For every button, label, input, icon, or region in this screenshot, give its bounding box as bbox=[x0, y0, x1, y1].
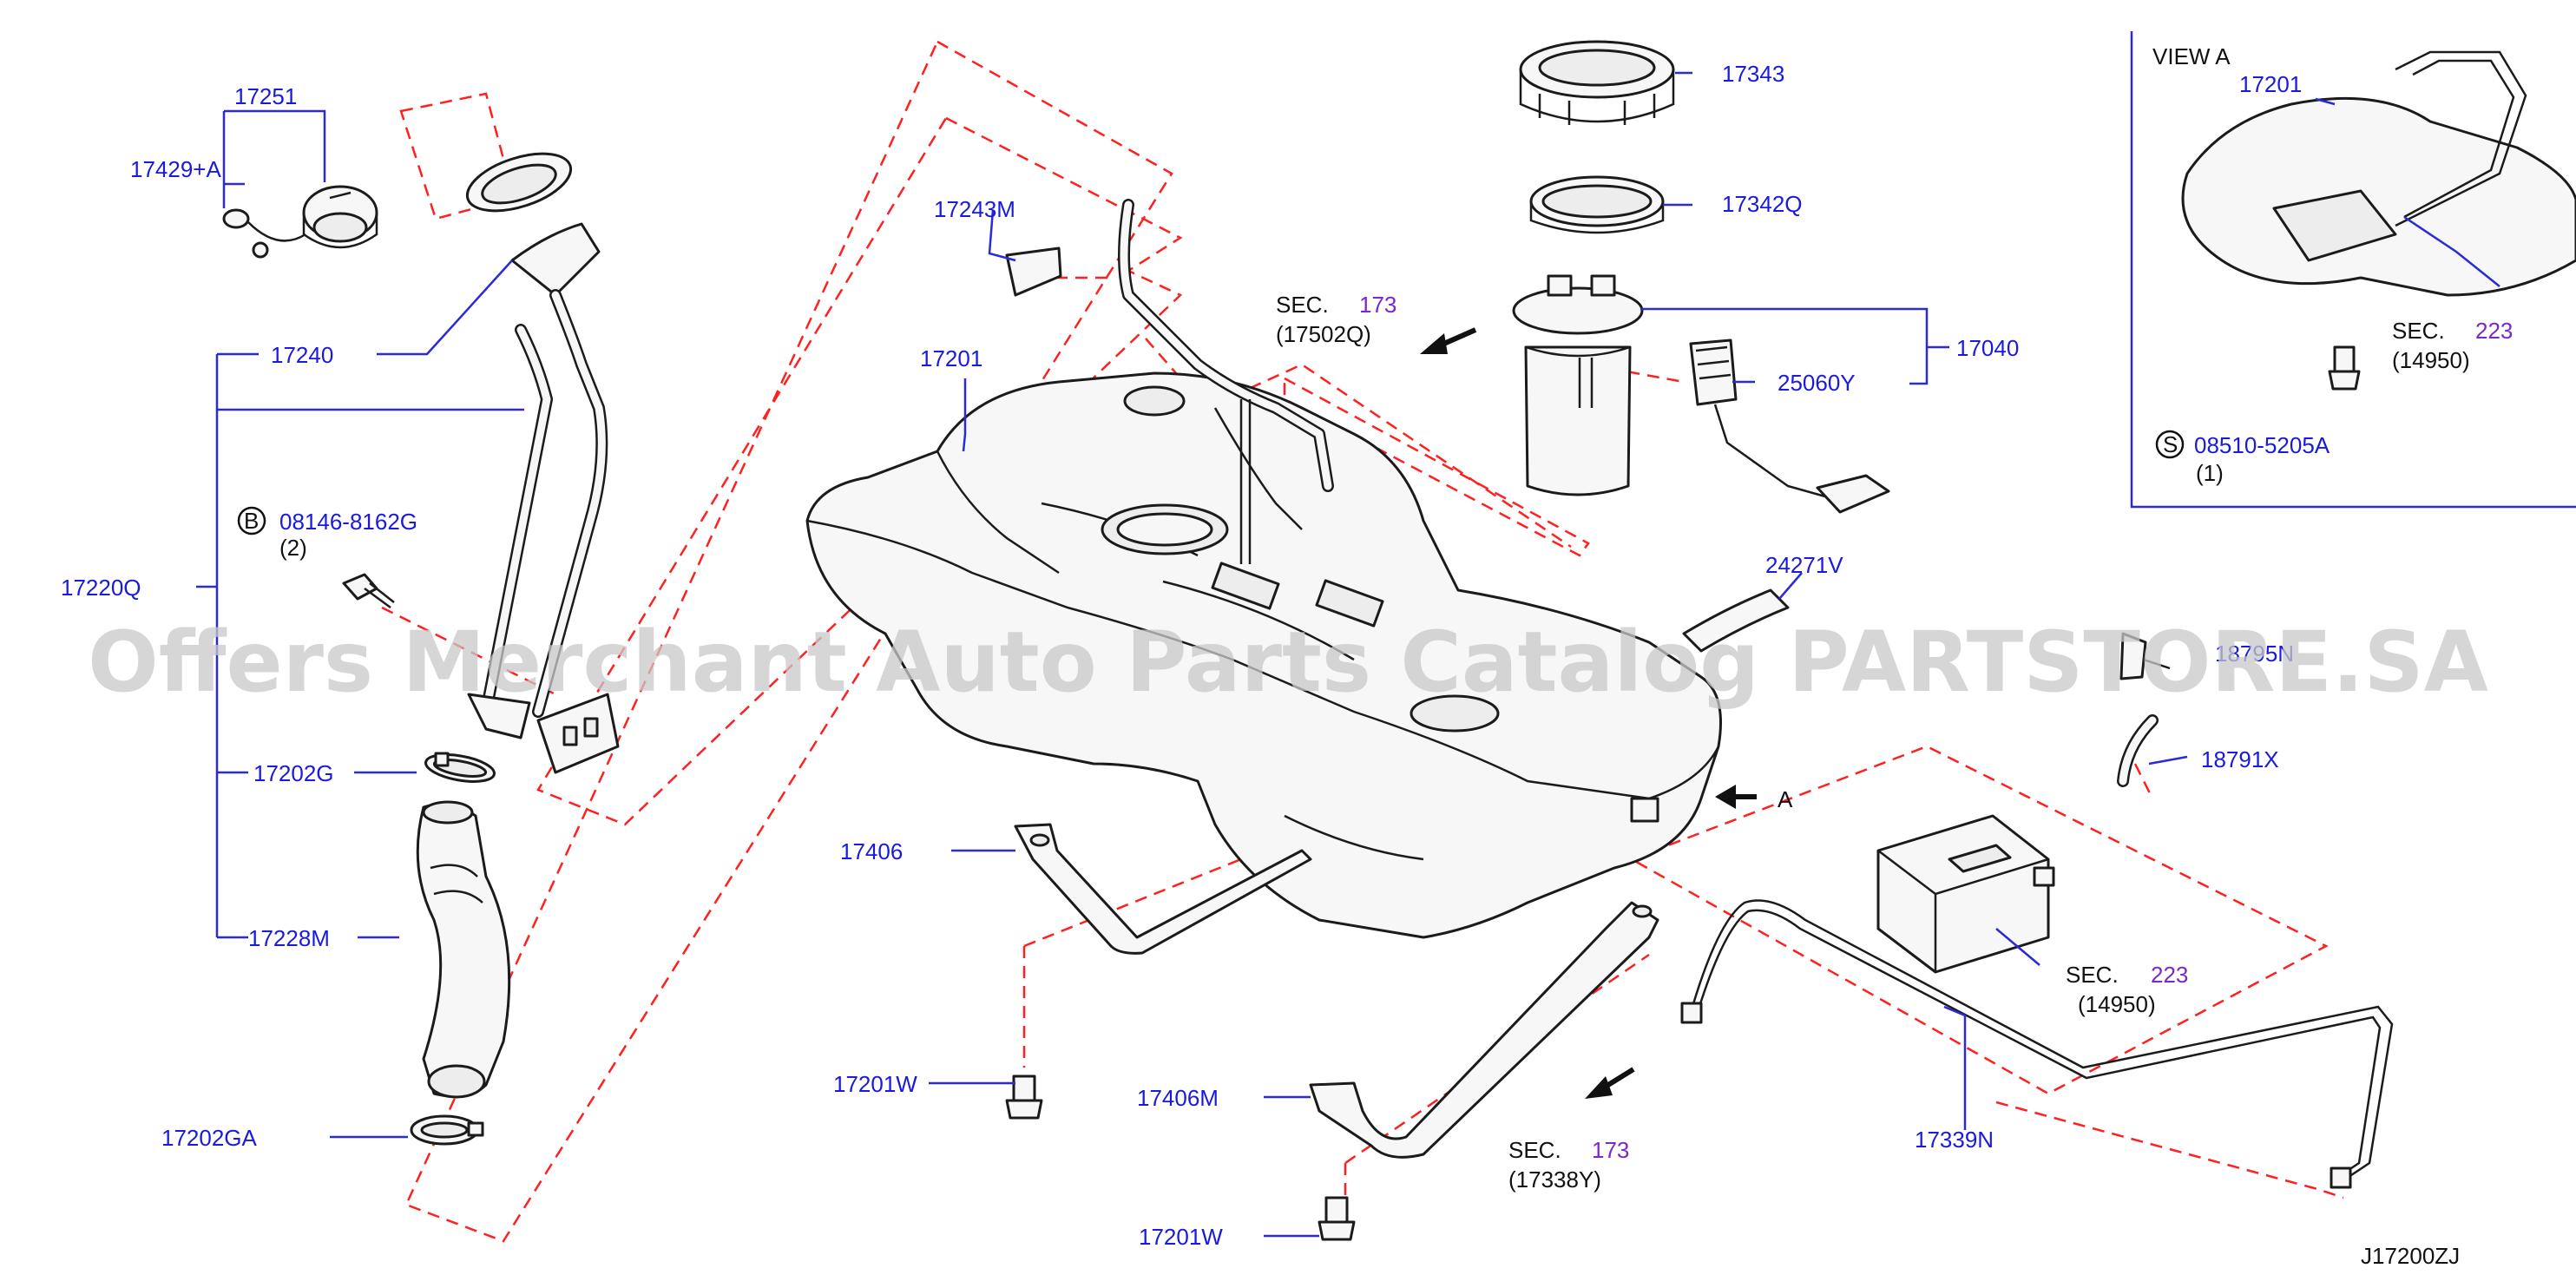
label-17406m: 17406M bbox=[1137, 1085, 1219, 1111]
fuel-level-sender bbox=[1689, 338, 1890, 514]
label-17342q: 17342Q bbox=[1722, 191, 1803, 217]
label-sec-3-num: 173 bbox=[1592, 1137, 1629, 1163]
label-17406: 17406 bbox=[840, 838, 903, 864]
label-17228m: 17228M bbox=[248, 925, 330, 951]
label-17339n: 17339N bbox=[1915, 1127, 1994, 1153]
label-17201w-lower: 17201W bbox=[1139, 1224, 1223, 1250]
fuel-tank bbox=[805, 199, 1722, 939]
bracket-17243m bbox=[1005, 246, 1062, 297]
label-24271v: 24271V bbox=[1765, 552, 1843, 578]
label-08146-8162g: 08146-8162G bbox=[279, 509, 417, 535]
filler-hose bbox=[416, 800, 511, 1099]
bolt-17201w-upper bbox=[1005, 1074, 1043, 1120]
strap-17406 bbox=[1014, 823, 1312, 955]
label-bolt-prefix-b: B bbox=[244, 508, 259, 534]
label-17251: 17251 bbox=[234, 83, 297, 109]
label-view-sec: SEC. bbox=[2392, 318, 2445, 344]
hose-clamp-lower bbox=[410, 1114, 484, 1146]
label-17201w-upper: 17201W bbox=[833, 1071, 917, 1097]
part-labels: 17251 17429+A 17240 B 08146-8162G (2) 17… bbox=[61, 43, 2513, 1269]
label-view-sec-num: 223 bbox=[2475, 318, 2513, 344]
strap-17406m bbox=[1309, 901, 1659, 1159]
assembly-dashed-outlines bbox=[381, 40, 2344, 1243]
label-sec-1-num: 173 bbox=[1359, 292, 1396, 318]
label-17343: 17343 bbox=[1722, 61, 1784, 87]
hose-clamp-upper bbox=[424, 752, 496, 783]
leader-lines bbox=[196, 71, 2500, 1238]
label-17243m: 17243M bbox=[934, 196, 1015, 222]
lock-ring-17343 bbox=[1519, 40, 1675, 125]
bolt-prefix-circle bbox=[237, 506, 266, 536]
bolt-08146 bbox=[342, 573, 395, 609]
label-sec-3: SEC. bbox=[1508, 1137, 1561, 1163]
direction-arrows bbox=[1420, 327, 1757, 1099]
diagram-code: J17200ZJ bbox=[2361, 1243, 2460, 1269]
watermark-text: Offers Merchant Auto Parts Catalog PARTS… bbox=[88, 614, 2488, 711]
hose-18791x bbox=[2117, 714, 2159, 787]
label-view-bolt-code: 08510-5205A bbox=[2194, 432, 2330, 458]
label-17201: 17201 bbox=[920, 345, 982, 371]
label-view-sec-ref: (14950) bbox=[2392, 347, 2470, 373]
filler-neck bbox=[465, 152, 620, 774]
label-sec-2-num: 223 bbox=[2151, 962, 2188, 988]
evap-tube-17339n bbox=[1680, 899, 2394, 1189]
view-a-inset bbox=[2130, 31, 2576, 509]
label-arrow-a: A bbox=[1778, 786, 1793, 812]
label-17220q: 17220Q bbox=[61, 575, 141, 601]
label-25060y: 25060Y bbox=[1778, 370, 1856, 396]
label-17040: 17040 bbox=[1956, 335, 2019, 361]
label-sec-2-ref: (14950) bbox=[2078, 991, 2156, 1017]
label-view-17201: 17201 bbox=[2239, 71, 2302, 97]
label-17240: 17240 bbox=[271, 342, 333, 368]
bolt-17201w-lower bbox=[1318, 1196, 1356, 1241]
label-sec-3-ref: (17338Y) bbox=[1508, 1166, 1601, 1193]
label-sec-1-ref: (17502Q) bbox=[1276, 321, 1371, 347]
evap-canister bbox=[1876, 814, 2055, 974]
fuel-cap bbox=[222, 185, 378, 259]
label-view-bolt-prefix: S bbox=[2163, 431, 2178, 457]
label-17202ga: 17202GA bbox=[161, 1125, 258, 1151]
view-bolt-prefix-circle bbox=[2155, 430, 2185, 459]
label-view-bolt-qty: (1) bbox=[2196, 460, 2224, 486]
label-18791x: 18791X bbox=[2201, 746, 2279, 772]
gasket-17342q bbox=[1529, 175, 1665, 234]
label-sec-1: SEC. bbox=[1276, 292, 1329, 318]
clip-18795n bbox=[2119, 632, 2171, 680]
fuel-pump-assembly bbox=[1512, 274, 1644, 496]
insulator-24271v bbox=[1682, 588, 1790, 653]
label-17202g: 17202G bbox=[253, 760, 334, 786]
label-18795n: 18795N bbox=[2215, 641, 2294, 667]
label-view-a: VIEW A bbox=[2152, 43, 2231, 69]
label-17429: 17429+A bbox=[130, 156, 221, 182]
label-sec-2: SEC. bbox=[2066, 962, 2119, 988]
label-08146-qty: (2) bbox=[279, 535, 307, 561]
